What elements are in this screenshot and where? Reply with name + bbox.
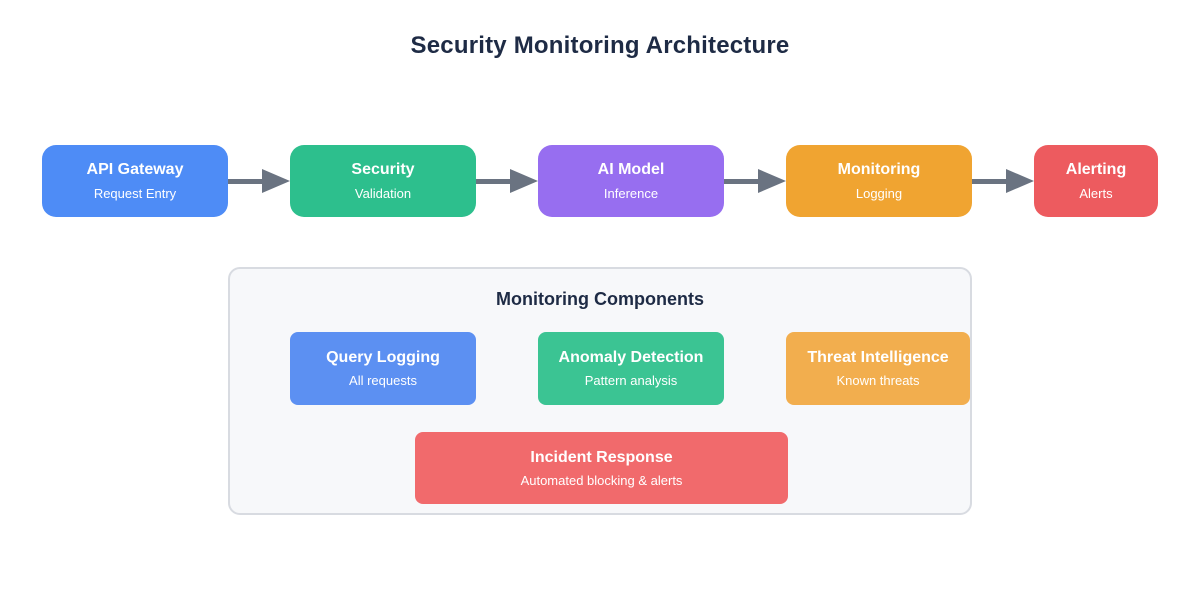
flow-node-ai-model: AI Model Inference: [538, 145, 724, 217]
flow-node-monitoring: Monitoring Logging: [786, 145, 972, 217]
arrow-line: [228, 179, 264, 184]
arrow-line: [476, 179, 512, 184]
page-title: Security Monitoring Architecture: [410, 32, 790, 59]
flow-node-subtitle: Inference: [603, 186, 659, 201]
flow-node-subtitle: Alerts: [1079, 186, 1113, 201]
component-incident-response: Incident Response Automated blocking & a…: [415, 432, 788, 504]
arrow-line: [724, 179, 760, 184]
flow-node-title: API Gateway: [86, 161, 184, 178]
component-subtitle: Automated blocking & alerts: [520, 472, 683, 488]
flow-node-subtitle: Request Entry: [93, 186, 177, 201]
arrow-head: [758, 169, 786, 193]
component-title: Anomaly Detection: [558, 349, 704, 366]
component-query-logging: Query Logging All requests: [290, 332, 476, 405]
arrow-head: [262, 169, 290, 193]
flow-node-alerting: Alerting Alerts: [1034, 145, 1158, 217]
flow-node-title: Security: [351, 161, 415, 178]
flow-node-title: Alerting: [1065, 161, 1127, 178]
component-title: Query Logging: [326, 349, 440, 366]
panel-title: Monitoring Components: [496, 289, 704, 309]
component-title: Threat Intelligence: [807, 349, 949, 366]
arrow-line: [972, 179, 1008, 184]
component-threat-intelligence: Threat Intelligence Known threats: [786, 332, 970, 405]
flow-node-subtitle: Validation: [354, 186, 412, 201]
arrow-head: [510, 169, 538, 193]
arrow-head: [1006, 169, 1034, 193]
flow-node-security: Security Validation: [290, 145, 476, 217]
flow-node-api-gateway: API Gateway Request Entry: [42, 145, 228, 217]
flow-node-subtitle: Logging: [855, 186, 903, 201]
component-title: Incident Response: [530, 448, 673, 466]
flow-node-title: Monitoring: [837, 161, 921, 178]
component-subtitle: Known threats: [836, 373, 920, 388]
component-subtitle: Pattern analysis: [584, 373, 678, 388]
component-anomaly-detection: Anomaly Detection Pattern analysis: [538, 332, 724, 405]
component-subtitle: All requests: [349, 373, 417, 388]
flow-node-title: AI Model: [597, 161, 665, 178]
monitoring-components-panel: Monitoring Components Query Logging All …: [228, 267, 972, 515]
